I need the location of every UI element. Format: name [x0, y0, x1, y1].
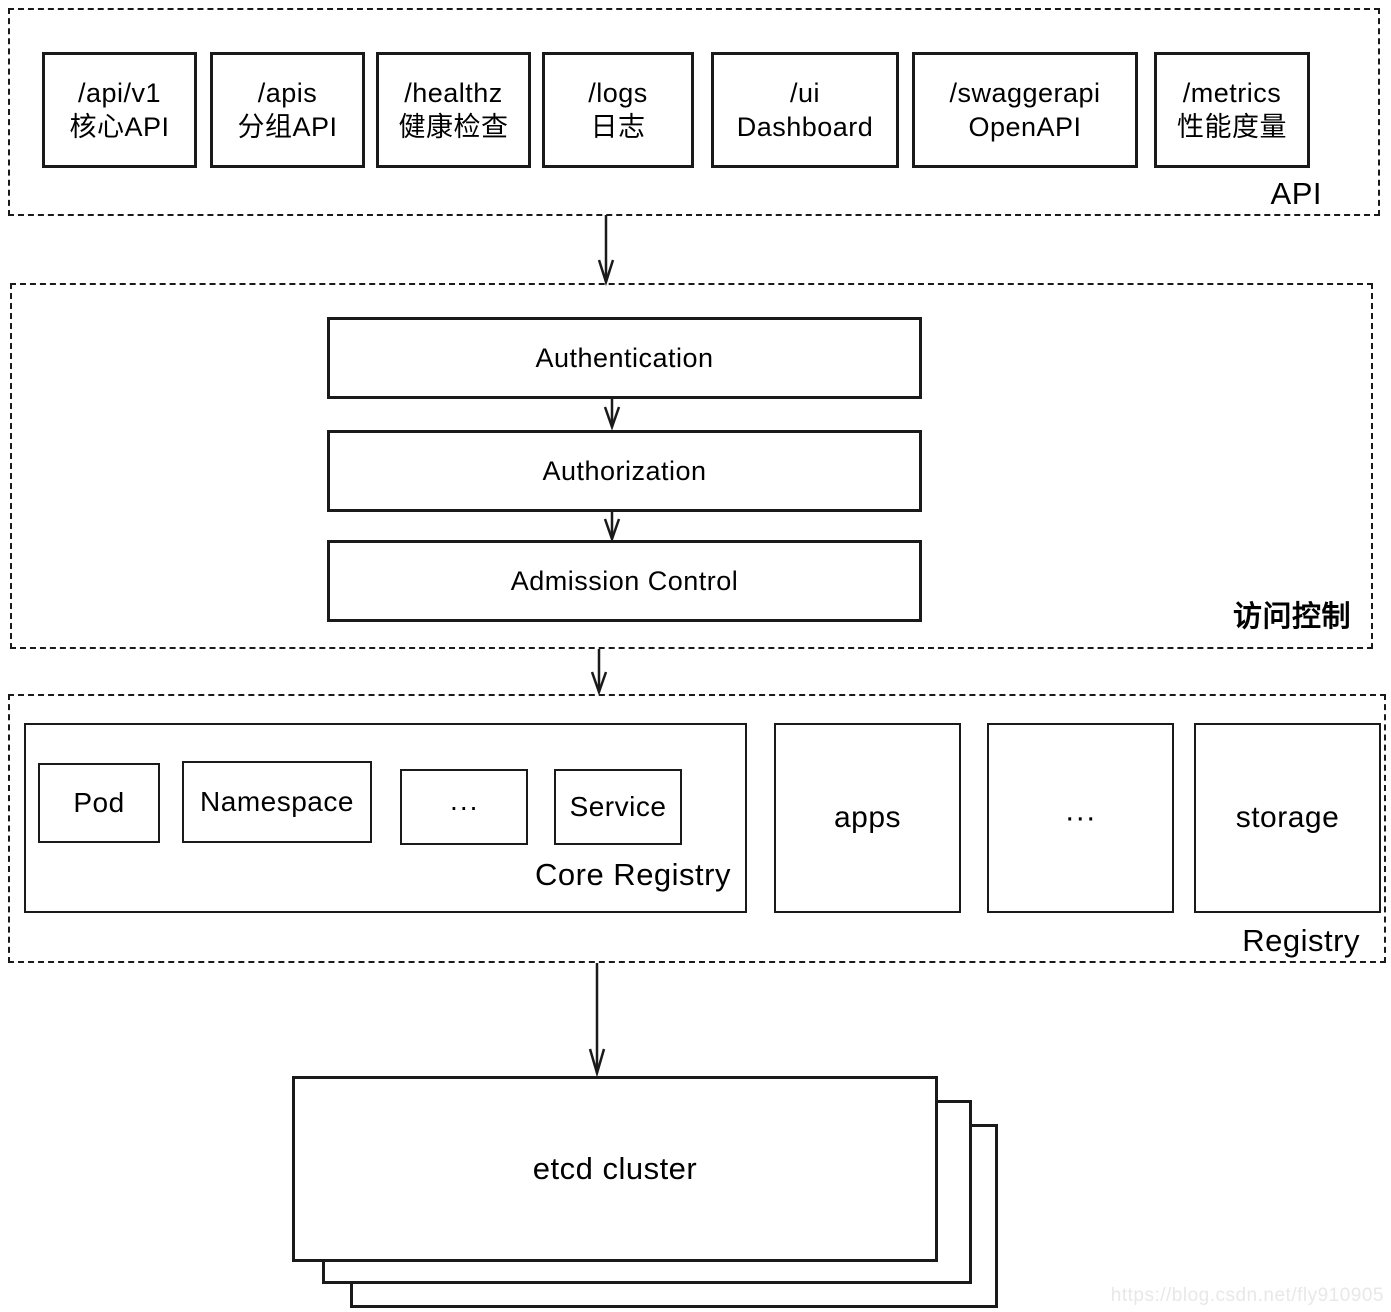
etcd-cluster-label: etcd cluster [532, 1151, 698, 1186]
endpoint-path: /healthz [404, 78, 503, 108]
endpoint-path: /ui [789, 78, 821, 108]
core-registry-item-service: Service [554, 769, 682, 845]
endpoint-path: /api/v1 [77, 78, 162, 108]
api-endpoint-box-metrics: /metrics 性能度量 [1154, 52, 1310, 168]
api-endpoint-box-core: /api/v1 核心API [42, 52, 197, 168]
group-label: storage [1235, 801, 1340, 834]
endpoint-desc: 核心API [69, 112, 170, 142]
api-section: /api/v1 核心API /apis 分组API /healthz 健康检查 … [8, 8, 1380, 216]
endpoint-desc: OpenAPI [968, 112, 1082, 142]
arrow-authentication-to-authorization [603, 396, 621, 431]
core-registry-item-ellipsis: ··· [400, 769, 528, 845]
registry-group-storage: storage [1194, 723, 1381, 913]
api-endpoint-box-apis: /apis 分组API [210, 52, 365, 168]
ellipsis-label: ··· [1064, 801, 1097, 834]
admission-control-box: Admission Control [327, 540, 922, 622]
registry-section: Pod Namespace ··· Service Core Registry … [8, 694, 1386, 963]
authorization-box: Authorization [327, 430, 922, 512]
endpoint-desc: 日志 [590, 112, 646, 142]
endpoint-desc: Dashboard [736, 112, 874, 142]
registry-group-apps: apps [774, 723, 961, 913]
authentication-box: Authentication [327, 317, 922, 399]
registry-section-label: Registry [1242, 923, 1360, 958]
watermark: https://blog.csdn.net/fly910905 [1110, 1285, 1384, 1306]
arrow-authorization-to-admission [603, 509, 621, 543]
endpoint-desc: 性能度量 [1177, 112, 1287, 142]
endpoint-desc: 健康检查 [398, 112, 509, 142]
endpoint-path: /metrics [1182, 78, 1282, 108]
api-endpoint-box-swagger: /swaggerapi OpenAPI [912, 52, 1138, 168]
arrow-registry-to-etcd [588, 963, 606, 1078]
core-registry-label: Core Registry [535, 857, 731, 892]
arrow-api-to-access-control [597, 215, 615, 287]
api-endpoint-box-logs: /logs 日志 [542, 52, 694, 168]
endpoint-path: /apis [257, 78, 318, 108]
core-registry-item-pod: Pod [38, 763, 160, 843]
step-label: Authorization [542, 456, 707, 486]
registry-group-ellipsis: ··· [987, 723, 1174, 913]
step-label: Admission Control [510, 566, 739, 596]
endpoint-desc: 分组API [237, 112, 338, 142]
arrow-access-control-to-registry [590, 649, 608, 696]
api-section-label: API [1270, 176, 1322, 211]
access-control-section-label: 访问控制 [1232, 601, 1351, 633]
api-endpoint-box-healthz: /healthz 健康检查 [376, 52, 531, 168]
etcd-box-front: etcd cluster [292, 1076, 938, 1262]
endpoint-path: /logs [588, 78, 648, 108]
group-label: apps [833, 801, 902, 834]
core-registry-box: Pod Namespace ··· Service Core Registry [24, 723, 747, 913]
item-label: Pod [73, 787, 125, 818]
item-label: Namespace [200, 786, 354, 817]
ellipsis-label: ··· [449, 791, 479, 822]
endpoint-path: /swaggerapi [949, 78, 1101, 108]
access-control-section: Authentication Authorization Admission C… [10, 283, 1373, 649]
step-label: Authentication [535, 343, 714, 373]
core-registry-item-namespace: Namespace [182, 761, 372, 843]
api-endpoint-box-ui: /ui Dashboard [711, 52, 899, 168]
item-label: Service [569, 791, 667, 822]
